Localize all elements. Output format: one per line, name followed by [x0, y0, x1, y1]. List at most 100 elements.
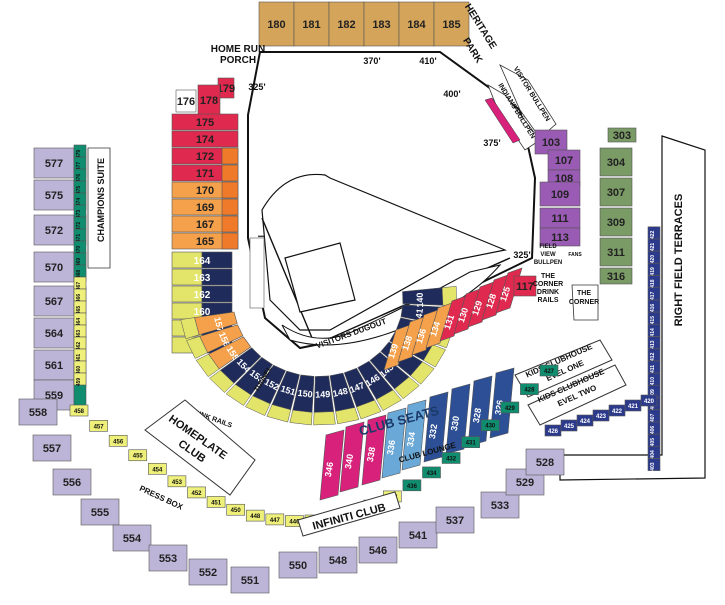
section-338[interactable]: 338 — [361, 414, 387, 486]
section-162[interactable]: 162 — [171, 285, 233, 303]
section-182[interactable]: 182 — [328, 1, 365, 47]
suite-lower-band-430 — [480, 419, 500, 432]
homeplate-club-shape[interactable] — [144, 399, 256, 496]
section-546[interactable]: 546 — [358, 536, 398, 564]
infiniti-club-shape[interactable] — [297, 491, 401, 537]
section-117[interactable]: 117 — [513, 275, 537, 297]
section-311[interactable]: 311 — [599, 237, 633, 267]
section-564[interactable]: 564 — [33, 317, 75, 349]
champions-suite-shape[interactable] — [87, 147, 111, 269]
section-529[interactable]: 529 — [505, 468, 545, 496]
section-554[interactable]: 554 — [112, 524, 152, 552]
section-176[interactable]: 176 — [175, 89, 197, 113]
section-label-557: 557 — [43, 443, 61, 455]
section-537[interactable]: 537 — [435, 506, 475, 534]
section-334[interactable]: 334 — [401, 399, 427, 471]
section-550[interactable]: 550 — [278, 551, 318, 579]
section-346[interactable]: 346 — [319, 429, 345, 501]
section-541[interactable]: 541 — [398, 521, 438, 549]
section-label-334: 334 — [405, 431, 417, 448]
kids-clubhouse-2[interactable] — [527, 364, 627, 426]
drink-rail-band — [266, 404, 292, 423]
section-155[interactable]: 155 — [208, 336, 252, 370]
section-175[interactable]: 175 — [171, 113, 239, 131]
section-316[interactable]: 316 — [599, 267, 633, 285]
section-shape-550 — [278, 551, 318, 579]
section-label-556: 556 — [63, 477, 81, 489]
section-181[interactable]: 181 — [293, 1, 330, 47]
right-field-terraces-shape[interactable] — [559, 135, 706, 481]
section-shape-553 — [148, 544, 188, 572]
section-336[interactable]: 336 — [381, 407, 407, 479]
section-label-171: 171 — [196, 168, 214, 180]
section-174[interactable]: 174 — [171, 130, 239, 148]
section-167[interactable]: 167 — [171, 215, 239, 233]
section-183[interactable]: 183 — [363, 1, 400, 47]
section-163[interactable]: 163 — [171, 268, 233, 286]
drink-rail-band — [245, 395, 271, 416]
section-328[interactable]: 328 — [467, 375, 493, 447]
suite-lower-band-457 — [89, 420, 108, 432]
section-111[interactable]: 111 — [539, 207, 581, 229]
section-172[interactable]: 172 — [171, 147, 239, 165]
section-561[interactable]: 561 — [33, 349, 75, 381]
section-label-185: 185 — [442, 19, 460, 31]
section-113[interactable]: 113 — [539, 227, 581, 247]
section-304[interactable]: 304 — [599, 147, 633, 177]
section-572[interactable]: 572 — [33, 214, 75, 246]
section-shape-564 — [33, 317, 75, 349]
section-148[interactable]: 148 — [329, 372, 356, 412]
section-139[interactable]: 139 — [383, 324, 411, 371]
section-178[interactable]: 178 — [197, 84, 221, 116]
section-152[interactable]: 152 — [252, 364, 286, 405]
section-548[interactable]: 548 — [318, 546, 358, 574]
section-170[interactable]: 170 — [171, 181, 239, 199]
suite-lower-band-label-434: 434 — [426, 471, 437, 477]
section-303[interactable]: 303 — [607, 127, 637, 143]
section-553[interactable]: 553 — [148, 544, 188, 572]
suite-left-label-466: 466 — [76, 294, 82, 303]
section-533[interactable]: 533 — [480, 491, 520, 519]
section-309[interactable]: 309 — [599, 207, 633, 237]
section-577[interactable]: 577 — [33, 147, 75, 179]
section-151[interactable]: 151 — [271, 370, 300, 411]
section-179[interactable]: 179 — [217, 77, 235, 99]
section-575[interactable]: 575 — [33, 179, 75, 211]
bullpen-strip — [484, 97, 521, 144]
section-551[interactable]: 551 — [230, 566, 270, 594]
section-171[interactable]: 171 — [171, 164, 239, 182]
indians-dugout-shape — [249, 237, 265, 309]
section-153[interactable]: 153 — [234, 357, 273, 396]
section-107[interactable]: 107 — [547, 149, 581, 171]
section-label-167: 167 — [196, 219, 214, 231]
section-570[interactable]: 570 — [33, 251, 75, 283]
section-shape-175 — [171, 113, 239, 131]
section-165[interactable]: 165 — [171, 232, 239, 250]
section-128[interactable]: 128 — [481, 274, 509, 321]
section-307[interactable]: 307 — [599, 177, 633, 207]
suite-label-410: 410 — [650, 377, 656, 386]
section-shape-307 — [599, 177, 633, 207]
section-169[interactable]: 169 — [171, 198, 239, 216]
section-558[interactable]: 558 — [18, 398, 58, 426]
section-shape-176 — [175, 89, 197, 113]
section-label-548: 548 — [329, 555, 347, 567]
section-567[interactable]: 567 — [33, 285, 75, 317]
section-180[interactable]: 180 — [258, 1, 295, 47]
section-332[interactable]: 332 — [423, 391, 449, 463]
section-552[interactable]: 552 — [188, 558, 228, 586]
section-184[interactable]: 184 — [398, 1, 435, 47]
the-corner-shape[interactable] — [571, 284, 599, 321]
section-134[interactable]: 134 — [425, 302, 453, 349]
section-555[interactable]: 555 — [80, 498, 120, 526]
section-556[interactable]: 556 — [52, 468, 92, 496]
section-157[interactable]: 157 — [194, 311, 238, 336]
section-label-309: 309 — [607, 217, 625, 229]
section-185[interactable]: 185 — [433, 1, 470, 47]
section-557[interactable]: 557 — [32, 434, 72, 462]
section-164[interactable]: 164 — [171, 251, 233, 269]
section-109[interactable]: 109 — [539, 181, 581, 207]
section-528[interactable]: 528 — [525, 448, 565, 476]
section-340[interactable]: 340 — [339, 421, 365, 493]
section-154[interactable]: 154 — [219, 347, 262, 384]
